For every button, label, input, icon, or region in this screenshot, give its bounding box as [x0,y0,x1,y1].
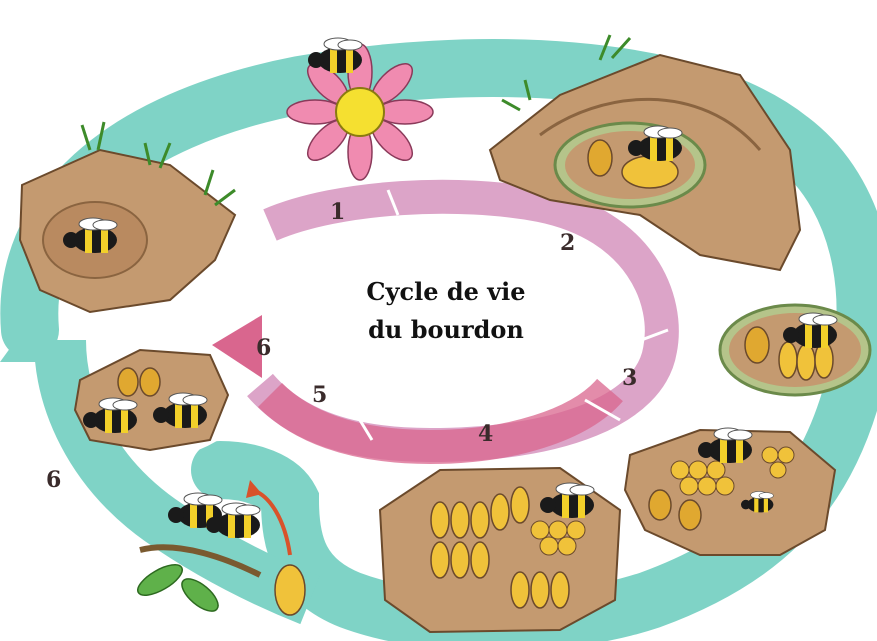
colony-decline-illustration [75,350,228,450]
diagram-title-line1: Cycle de vie [366,277,525,306]
outer-stage-label-6: 6 [46,467,61,493]
stage-label-6: 6 [256,335,271,361]
mature-colony-illustration [380,468,620,632]
brood-development-illustration [720,305,870,395]
stage-label-5: 5 [312,382,327,408]
colony-growth-illustration [625,428,835,555]
diagram-title-line2: du bourdon [368,315,524,344]
stage-label-4: 4 [478,421,493,447]
stage-label-3: 3 [622,365,637,391]
stage-label-1: 1 [330,199,345,225]
stage-label-2: 2 [560,230,575,256]
